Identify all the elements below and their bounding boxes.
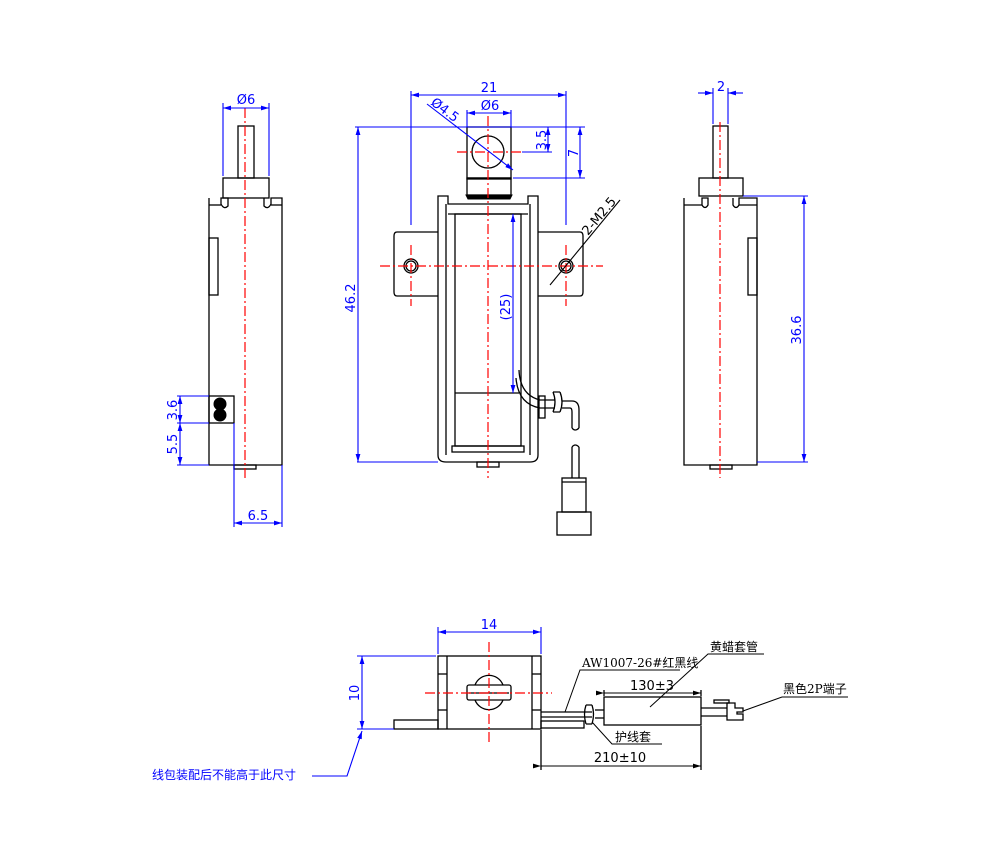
- lead-wire-bend: [562, 400, 580, 428]
- dim-width: 21: [481, 81, 498, 96]
- wire-leader: [564, 669, 680, 713]
- plunger-head: [222, 177, 270, 199]
- right-view: 2 36.6: [683, 80, 808, 478]
- terminal-latch: [713, 699, 730, 704]
- washer: [465, 194, 513, 200]
- dim-hole-offset: 3.5: [535, 130, 550, 151]
- label-wire: AW1007-26#红黑线: [581, 655, 698, 670]
- label-grommet: 护线套: [615, 730, 651, 744]
- grommet-leader: [591, 721, 662, 745]
- label-sleeve: 黄蜡套管: [710, 639, 758, 654]
- dim-plunger-dia: Ø6: [237, 93, 256, 108]
- mount-tab-left: [393, 719, 439, 730]
- dim-width: 14: [481, 618, 498, 633]
- connector-housing: [561, 477, 587, 513]
- dim-head-dia: Ø6: [481, 99, 500, 114]
- terminal-leader: [742, 696, 848, 712]
- dim-pin-width: 2: [717, 80, 725, 95]
- led-window: [208, 395, 235, 424]
- side-slot: [208, 237, 219, 296]
- plunger: [237, 125, 255, 179]
- bottom-stub: [709, 464, 733, 470]
- sleeve-leader: [649, 653, 764, 708]
- dim-head-height: 7: [567, 149, 582, 157]
- body-outline: [208, 197, 283, 466]
- grommet-base: [538, 395, 546, 419]
- dim-sleeve-length: 130±3: [630, 679, 674, 694]
- dim-body-height: 36.6: [790, 316, 805, 345]
- plunger: [712, 125, 729, 179]
- plunger-head: [698, 177, 744, 197]
- wire-break: [571, 427, 580, 448]
- wire-tab: [540, 720, 585, 729]
- note-coil-height: 线包装配后不能高于此尺寸: [152, 767, 296, 782]
- dim-leader: [426, 103, 514, 171]
- wax-sleeve: [603, 696, 702, 726]
- mount-ear-left: [393, 231, 438, 297]
- frame-outline: [437, 195, 539, 463]
- dim-wire-length: 210±10: [594, 751, 646, 766]
- lead-wire: [515, 369, 555, 409]
- terminal: [726, 702, 744, 721]
- led-dot: [213, 397, 227, 411]
- dim-width: 6.5: [248, 509, 269, 524]
- side-slot: [747, 237, 758, 296]
- left-view: Ø6 3.6 5.5 6.5: [166, 93, 283, 527]
- front-view: 21 Ø6 Ø4.5 3.5 7 2-M2.5 46.2 (25): [344, 81, 621, 536]
- led-dot: [213, 408, 227, 422]
- note-leader: [312, 730, 363, 777]
- connector: [556, 511, 592, 536]
- plunger-neck: [466, 177, 512, 196]
- dim-led-upper: 3.6: [166, 400, 181, 421]
- dim-stroke: (25): [499, 294, 514, 321]
- dim-total-height: 46.2: [344, 284, 359, 313]
- dim-hole-dia: Ø4.5: [428, 95, 462, 126]
- mount-ear-right: [538, 231, 584, 297]
- grommet: [583, 704, 595, 725]
- grommet: [552, 391, 563, 413]
- dim-mount-thread: 2-M2.5: [580, 195, 620, 239]
- dim-led-lower: 5.5: [166, 434, 181, 455]
- thread-leader: [549, 199, 621, 286]
- bottom-view: 14 10 130±3 210±10 AW1007-26#红黑线 黄蜡套管 黑色…: [152, 618, 848, 782]
- label-terminal: 黑色2P端子: [783, 682, 847, 696]
- dim-height: 10: [348, 685, 363, 702]
